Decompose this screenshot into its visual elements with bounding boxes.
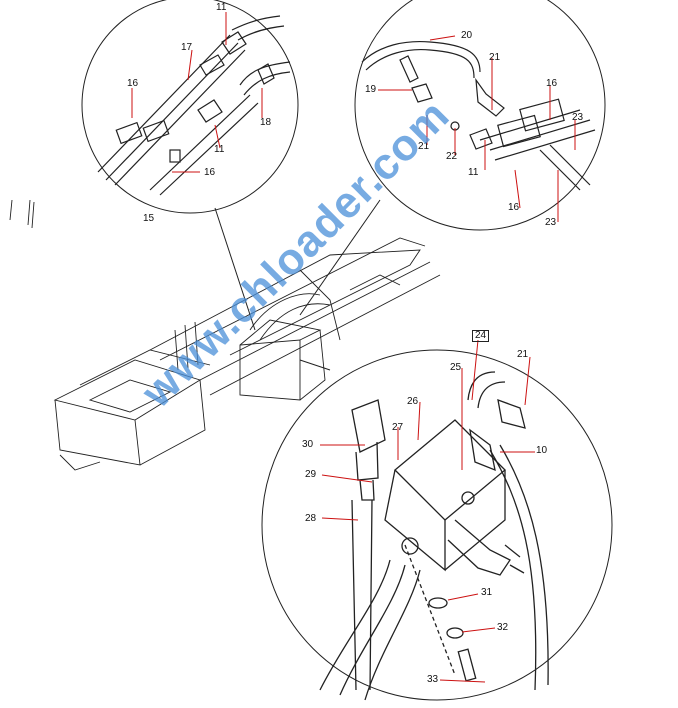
callout-24: 24: [472, 330, 490, 342]
detail-circle-2: [354, 0, 606, 231]
callout-29: 29: [305, 469, 317, 480]
zoom-connector-line: [214, 207, 256, 331]
callout-16: 16: [204, 167, 216, 178]
callout-30: 30: [302, 439, 314, 450]
callout-16: 16: [127, 78, 139, 89]
callout-31: 31: [481, 587, 493, 598]
callout-19: 19: [365, 84, 377, 95]
callout-27: 27: [392, 422, 404, 433]
callout-leaders: [131, 12, 576, 683]
callout-18: 18: [260, 117, 272, 128]
callout-23: 23: [545, 217, 557, 228]
callout-21: 21: [517, 349, 529, 360]
callout-33: 33: [427, 674, 439, 685]
callout-11: 11: [216, 2, 227, 13]
callout-28: 28: [305, 513, 317, 524]
callout-22: 22: [446, 151, 458, 162]
callout-21: 21: [418, 141, 430, 152]
callout-16: 16: [546, 78, 558, 89]
callout-21: 21: [489, 52, 501, 63]
callout-11: 11: [468, 167, 479, 178]
zoom-connector-line: [299, 359, 331, 371]
callout-16: 16: [508, 202, 520, 213]
detail-1-hoses: [97, 15, 291, 196]
detail-3-valve: [319, 371, 549, 701]
zoom-connector-line: [299, 199, 381, 316]
callout-23: 23: [572, 112, 584, 123]
detail-circle-3: [261, 349, 613, 701]
callout-20: 20: [461, 30, 473, 41]
callout-17: 17: [181, 42, 193, 53]
callout-25: 25: [450, 362, 462, 373]
detail-2-hoses: [361, 40, 596, 191]
machine-assembly: [9, 199, 441, 471]
callout-11: 11: [214, 144, 225, 155]
callout-15: 15: [143, 213, 155, 224]
callout-10: 10: [536, 445, 548, 456]
detail-circle-1: [81, 0, 299, 214]
callout-26: 26: [407, 396, 419, 407]
callout-32: 32: [497, 622, 509, 633]
